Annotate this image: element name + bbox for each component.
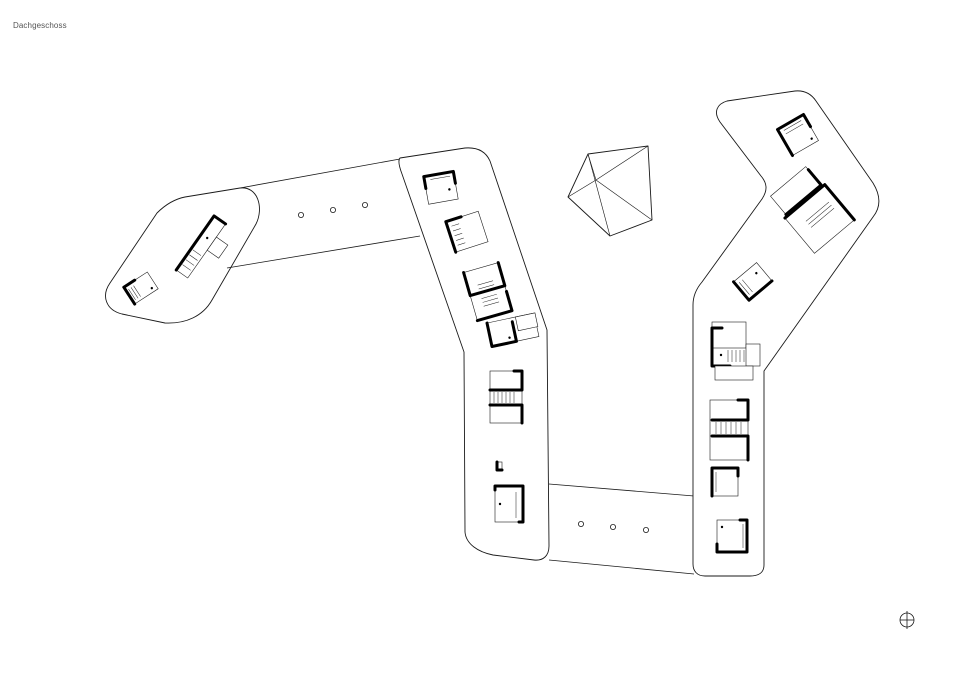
column — [578, 521, 585, 528]
bottom-connector — [548, 483, 695, 575]
room-unit-right-5 — [709, 398, 750, 462]
room-unit-middle-6 — [495, 460, 504, 472]
middle-arm — [398, 147, 550, 561]
column — [297, 211, 304, 218]
room-unit-right-7 — [715, 518, 749, 554]
column — [361, 201, 368, 208]
column — [329, 206, 336, 213]
room-unit-right-1 — [776, 113, 819, 157]
room-unit-middle-3 — [462, 261, 514, 323]
room-unit-right-2 — [770, 166, 856, 254]
columns-bottom — [578, 521, 650, 534]
left-connector — [226, 158, 421, 269]
north-arrow-icon — [899, 611, 915, 629]
room-unit-middle-5 — [488, 369, 524, 425]
left-wing — [105, 187, 260, 324]
column — [610, 524, 617, 531]
sheet-title: Dachgeschoss — [13, 21, 67, 30]
room-unit-left-2 — [174, 214, 229, 279]
column — [643, 527, 650, 534]
pyramid-skylight — [567, 145, 653, 237]
room-unit-left-1 — [122, 271, 159, 306]
room-unit-middle-2 — [444, 210, 489, 254]
room-unit-middle-7 — [493, 484, 525, 524]
room-unit-right-3 — [732, 262, 774, 302]
room-unit-middle-1 — [422, 169, 459, 205]
room-unit-right-6 — [710, 466, 740, 498]
columns-left — [297, 201, 368, 218]
room-unit-middle-4 — [485, 312, 540, 349]
room-unit-right-4 — [710, 321, 761, 381]
